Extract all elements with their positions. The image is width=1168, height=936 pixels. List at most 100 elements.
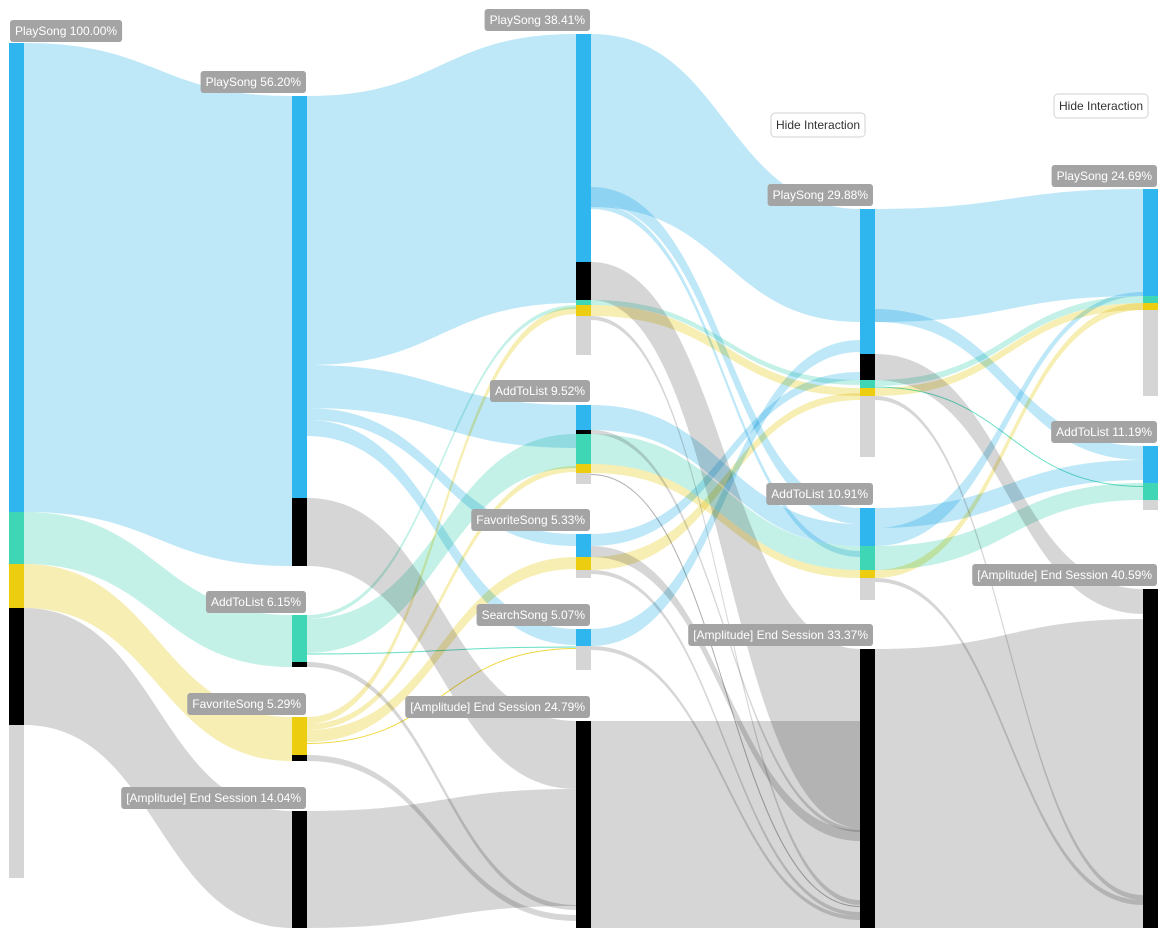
node-bar-s2-add-addtolist[interactable]: [576, 434, 591, 464]
flow-playsong-39[interactable]: [875, 309, 1143, 460]
flow-addtolist-1[interactable]: [24, 512, 292, 667]
flow-end-22[interactable]: [591, 262, 860, 828]
node-bar-s2-play-searchsong[interactable]: [576, 207, 591, 262]
label-s2-fav[interactable]: FavoriteSong 5.33%: [471, 509, 590, 531]
label-s2-search[interactable]: SearchSong 5.07%: [476, 604, 590, 626]
flow-playsong-4[interactable]: [307, 34, 576, 365]
node-bar-s4-play-exit[interactable]: [1143, 310, 1158, 396]
node-bar-s4-add-exit[interactable]: [1143, 500, 1158, 510]
flow-playsong-38[interactable]: [875, 189, 1143, 322]
node-bar-s3-end-end[interactable]: [860, 649, 875, 928]
node-bar-s3-play-favoritesong[interactable]: [860, 388, 875, 396]
node-bar-s2-end-end[interactable]: [576, 721, 591, 928]
node-bar-s4-add-addtolist[interactable]: [1143, 483, 1158, 500]
hide-interaction-button-step3[interactable]: Hide Interaction: [770, 112, 866, 138]
label-s2-play[interactable]: PlaySong 38.41%: [484, 9, 590, 31]
hide-interaction-button-step4[interactable]: Hide Interaction: [1053, 93, 1149, 119]
node-bar-s4-play-playsong[interactable]: [1143, 189, 1158, 296]
label-s2-end[interactable]: [Amplitude] End Session 24.79%: [405, 696, 590, 718]
flow-favoritesong-33[interactable]: [591, 393, 860, 570]
flow-favoritesong-29[interactable]: [591, 464, 860, 578]
flow-end-18[interactable]: [307, 789, 576, 928]
flow-end-32[interactable]: [591, 546, 860, 841]
node-bar-s2-add-exit[interactable]: [576, 473, 591, 484]
node-bar-s3-add-exit[interactable]: [860, 578, 875, 600]
flow-favoritesong-13[interactable]: [307, 307, 576, 724]
node-bar-s3-play-playsong[interactable]: [860, 209, 875, 322]
flow-end-3[interactable]: [24, 608, 292, 928]
flow-favoritesong-24[interactable]: [591, 305, 860, 396]
flow-favoritesong-43[interactable]: [875, 303, 1143, 396]
node-bar-s2-search-exit[interactable]: [576, 646, 591, 670]
flow-addtolist-10[interactable]: [307, 434, 576, 653]
label-s3-end[interactable]: [Amplitude] End Session 33.37%: [688, 624, 873, 646]
flow-playsong-35[interactable]: [591, 340, 860, 646]
node-bar-s1-add-addtolist[interactable]: [292, 615, 307, 662]
label-s4-add[interactable]: AddToList 11.19%: [1051, 421, 1157, 443]
label-s1-add[interactable]: AddToList 6.15%: [205, 591, 306, 613]
node-bar-s3-play-end[interactable]: [860, 354, 875, 380]
node-bar-s4-end-end[interactable]: [1143, 589, 1158, 928]
node-bar-s1-add-end[interactable]: [292, 662, 307, 667]
node-bar-s2-play-favoritesong[interactable]: [576, 305, 591, 316]
node-bar-s0-play-end[interactable]: [9, 608, 24, 725]
node-bar-s2-play-addtolist[interactable]: [576, 300, 591, 305]
flow-end-12[interactable]: [307, 662, 576, 910]
node-bar-s2-play-exit[interactable]: [576, 316, 591, 355]
label-s1-play[interactable]: PlaySong 56.20%: [200, 71, 306, 93]
flow-addtolist-41[interactable]: [875, 296, 1143, 386]
flow-playsong-0[interactable]: [24, 43, 292, 566]
node-bar-s2-fav-playsong[interactable]: [576, 534, 591, 557]
node-bar-s2-play-playsong[interactable]: [576, 34, 591, 207]
node-bar-s3-play-addtolist[interactable]: [860, 380, 875, 388]
flow-playsong-19[interactable]: [591, 34, 860, 322]
node-bar-s3-add-addtolist[interactable]: [860, 546, 875, 570]
node-bar-s0-play-addtolist[interactable]: [9, 512, 24, 564]
flow-addtolist-9[interactable]: [307, 305, 576, 619]
flow-favoritesong-48[interactable]: [875, 303, 1143, 578]
node-bar-s2-search-playsong[interactable]: [576, 629, 591, 646]
flow-end-50[interactable]: [875, 619, 1143, 928]
flow-addtolist-28[interactable]: [591, 434, 860, 570]
flow-playsong-31[interactable]: [591, 372, 860, 546]
node-bar-s1-fav-favoritesong[interactable]: [292, 717, 307, 755]
label-s1-end[interactable]: [Amplitude] End Session 14.04%: [121, 787, 306, 809]
flow-playsong-5[interactable]: [307, 365, 576, 448]
label-s3-play[interactable]: PlaySong 29.88%: [767, 184, 873, 206]
node-bar-s1-play-playsong[interactable]: [292, 96, 307, 436]
label-s2-add[interactable]: AddToList 9.52%: [489, 380, 590, 402]
node-bar-s3-play-exit[interactable]: [860, 396, 875, 457]
flow-favoritesong-15[interactable]: [307, 557, 576, 742]
node-bar-s2-add-playsong[interactable]: [576, 405, 591, 430]
flow-addtolist-23[interactable]: [591, 300, 860, 385]
flow-playsong-6[interactable]: [307, 408, 576, 546]
flow-playsong-21[interactable]: [591, 203, 860, 557]
node-bar-s1-play-end[interactable]: [292, 498, 307, 566]
node-bar-s3-add-playsong[interactable]: [860, 508, 875, 546]
node-bar-s0-play-exit[interactable]: [9, 725, 24, 878]
node-bar-s1-end-end[interactable]: [292, 811, 307, 928]
node-bar-s0-play-playsong[interactable]: [9, 43, 24, 512]
flow-end-37[interactable]: [591, 721, 860, 928]
node-bar-s2-play-end[interactable]: [576, 262, 591, 300]
node-bar-s2-fav-exit[interactable]: [576, 570, 591, 578]
node-bar-s2-add-favoritesong[interactable]: [576, 464, 591, 473]
label-s4-play[interactable]: PlaySong 24.69%: [1051, 165, 1157, 187]
node-bar-s1-fav-end[interactable]: [292, 755, 307, 761]
label-s3-add[interactable]: AddToList 10.91%: [766, 483, 873, 505]
node-bar-s1-play-searchsong[interactable]: [292, 436, 307, 498]
node-bar-s4-play-addtolist[interactable]: [1143, 296, 1158, 303]
label-s4-end[interactable]: [Amplitude] End Session 40.59%: [972, 564, 1157, 586]
node-bar-s0-play-favoritesong[interactable]: [9, 564, 24, 608]
label-s1-fav[interactable]: FavoriteSong 5.29%: [187, 693, 306, 715]
node-bar-s4-play-favoritesong[interactable]: [1143, 303, 1158, 310]
flow-playsong-46[interactable]: [875, 292, 1143, 546]
node-bar-s2-add-end[interactable]: [576, 430, 591, 434]
node-bar-s3-add-favoritesong[interactable]: [860, 570, 875, 578]
node-bar-s2-fav-favoritesong[interactable]: [576, 557, 591, 570]
flow-end-25[interactable]: [591, 316, 860, 905]
flow-favoritesong-14[interactable]: [307, 466, 576, 730]
node-bar-s3-play-searchsong[interactable]: [860, 322, 875, 354]
label-s0-play[interactable]: PlaySong 100.00%: [10, 20, 123, 42]
node-bar-s4-add-playsong[interactable]: [1143, 446, 1158, 483]
